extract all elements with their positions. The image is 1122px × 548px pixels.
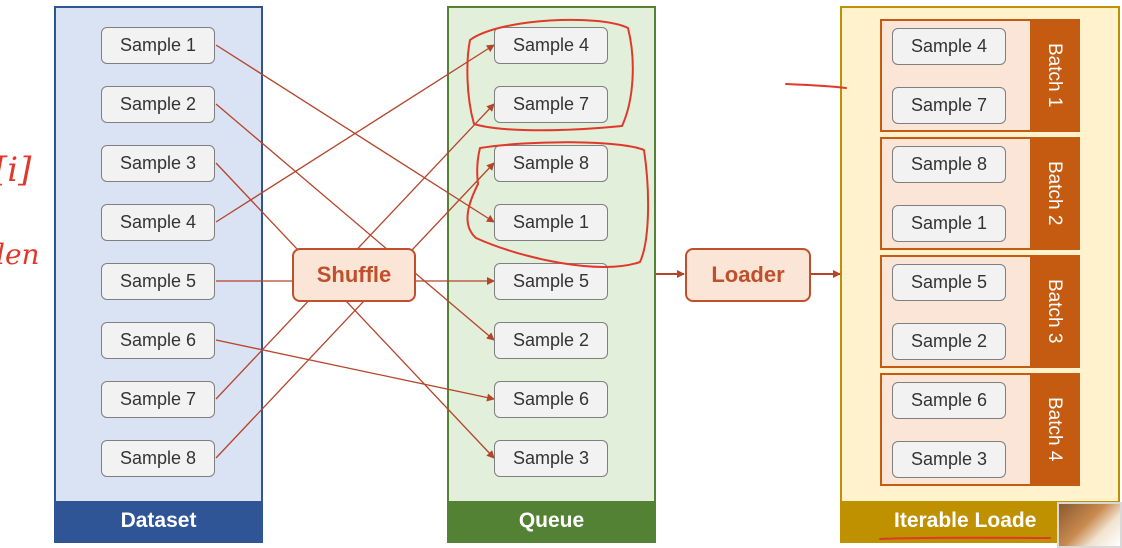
- arrow-sample2: [215, 103, 495, 341]
- batch-2-sample-2: Sample 1: [892, 205, 1006, 242]
- ink-circle-batch-2: [466, 141, 650, 268]
- dataset-sample-1: Sample 1: [101, 27, 215, 64]
- queue-sample-3: Sample 8: [494, 145, 608, 182]
- queue-sample-1: Sample 4: [494, 27, 608, 64]
- batch-label-1: Batch 1: [1030, 21, 1078, 130]
- margin-note-index: [i]: [0, 150, 32, 190]
- batch-4-sample-2: Sample 3: [892, 441, 1006, 478]
- ink-dash-mark: [785, 83, 847, 89]
- dataset-sample-5: Sample 5: [101, 263, 215, 300]
- shuffle-box: Shuffle: [292, 248, 416, 302]
- dataset-sample-2: Sample 2: [101, 86, 215, 123]
- batch-1-sample-1: Sample 4: [892, 28, 1006, 65]
- batch-3-sample-2: Sample 2: [892, 323, 1006, 360]
- batch-label-3: Batch 3: [1030, 257, 1078, 366]
- queue-sample-7: Sample 6: [494, 381, 608, 418]
- webcam-thumbnail: [1057, 502, 1122, 548]
- batch-label-4: Batch 4: [1030, 375, 1078, 484]
- arrow-sample8: [215, 162, 495, 459]
- dataset-sample-7: Sample 7: [101, 381, 215, 418]
- dataset-sample-8: Sample 8: [101, 440, 215, 477]
- batch-label-2: Batch 2: [1030, 139, 1078, 248]
- queue-sample-2: Sample 7: [494, 86, 608, 123]
- ink-circle-batch-1: [466, 18, 634, 132]
- dataset-sample-3: Sample 3: [101, 145, 215, 182]
- dataset-sample-4: Sample 4: [101, 204, 215, 241]
- dataset-title: Dataset: [56, 501, 261, 541]
- queue-sample-6: Sample 2: [494, 322, 608, 359]
- ink-underline: [879, 536, 1051, 540]
- queue-sample-4: Sample 1: [494, 204, 608, 241]
- loader-box: Loader: [685, 248, 811, 302]
- margin-note-len: len: [0, 238, 40, 271]
- dataset-sample-6: Sample 6: [101, 322, 215, 359]
- batch-1-sample-2: Sample 7: [892, 87, 1006, 124]
- arrow-sample4: [215, 44, 495, 223]
- queue-title: Queue: [449, 501, 654, 541]
- batch-3-sample-1: Sample 5: [892, 264, 1006, 301]
- queue-sample-8: Sample 3: [494, 440, 608, 477]
- batch-2-sample-1: Sample 8: [892, 146, 1006, 183]
- batch-4-sample-1: Sample 6: [892, 382, 1006, 419]
- queue-sample-5: Sample 5: [494, 263, 608, 300]
